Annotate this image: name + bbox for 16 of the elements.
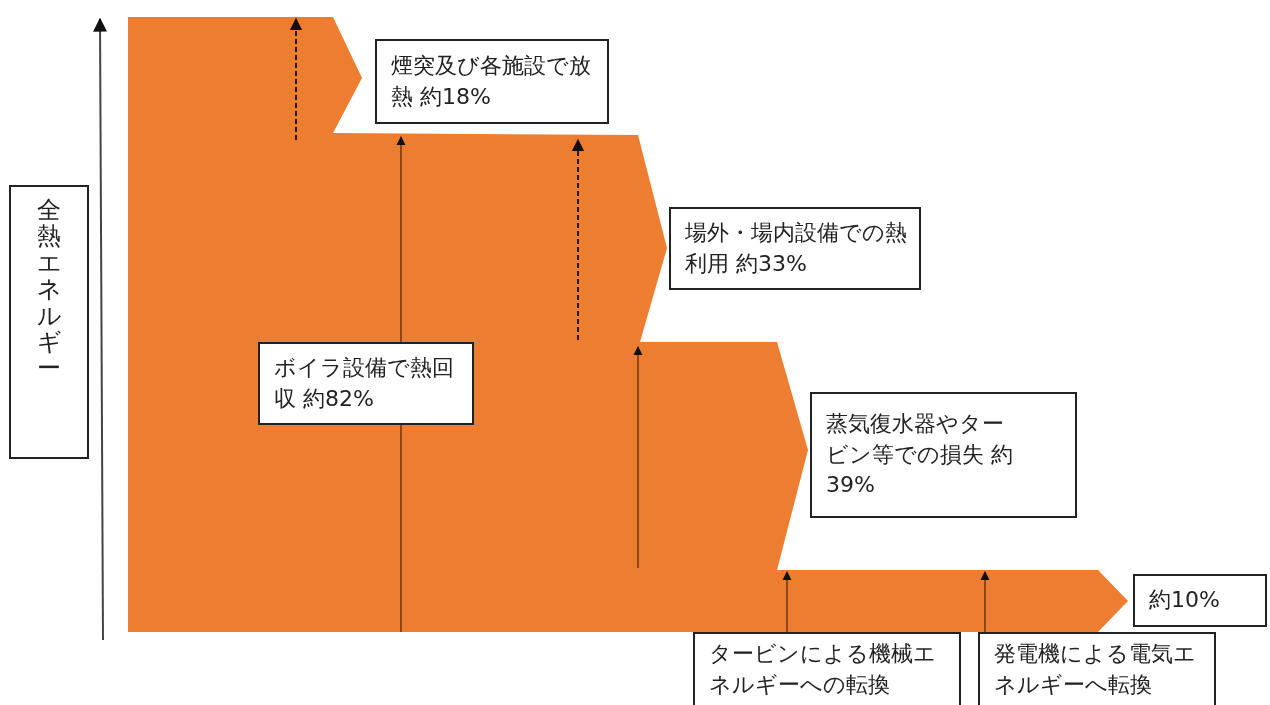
label-box: [810, 392, 1077, 518]
label-text: タービンによる機械エネルギーへの転換: [709, 639, 937, 699]
label-box: [693, 632, 961, 705]
axis-label: 全熱エネルギー: [37, 197, 61, 382]
label-box: [375, 39, 609, 124]
label-box: [258, 342, 474, 425]
label-text: 約10%: [1149, 586, 1221, 615]
axis-label-box: [9, 185, 89, 459]
label-text: 煙突及び各施設で放熱 約18%: [391, 51, 591, 111]
label-box: [669, 207, 921, 290]
label-text: 蒸気復水器やタービン等での損失 約39%: [826, 409, 1014, 500]
label-text: ボイラ設備で熱回収 約82%: [274, 353, 455, 413]
label-box: [1133, 574, 1267, 627]
label-box: [978, 632, 1216, 705]
label-text: 発電機による電気エネルギーへ転換: [994, 639, 1197, 699]
label-text: 場外・場内設備での熱利用 約33%: [685, 218, 907, 278]
